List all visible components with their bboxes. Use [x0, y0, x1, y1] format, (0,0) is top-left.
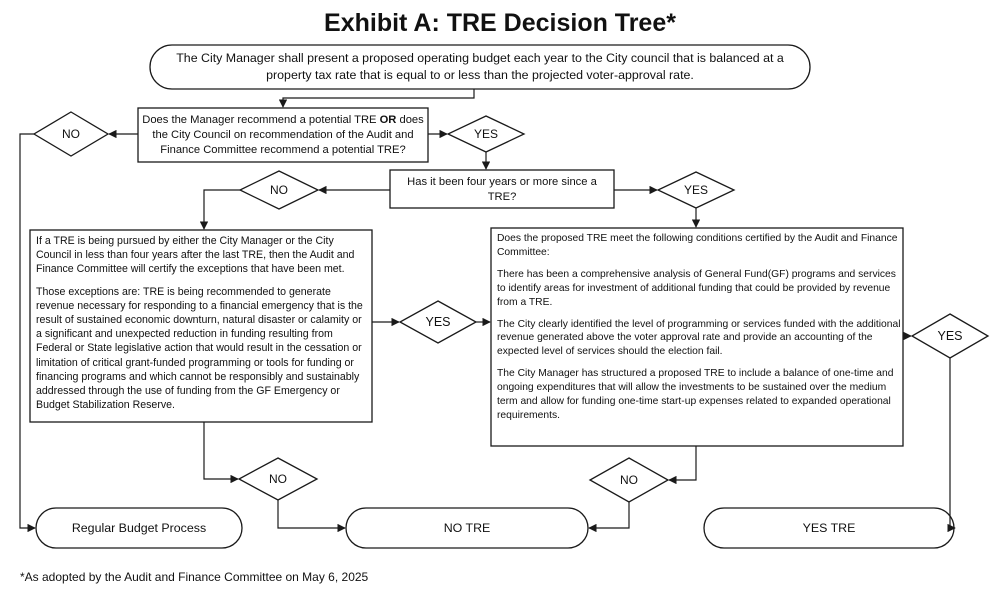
conditions-paragraph-3: The City clearly identified the level of…	[497, 318, 901, 358]
question1-text-bold: OR	[379, 113, 397, 126]
diamond-q1-no-label: NO	[62, 127, 80, 141]
diamond-q2-no-label: NO	[270, 183, 288, 197]
terminal-no-tre-label: NO TRE	[443, 521, 491, 535]
terminal-no-tre-shape	[345, 507, 589, 549]
diamond-q1-yes-label: YES	[473, 127, 498, 141]
diamond-exceptions-yes-label: YES	[425, 315, 451, 329]
diamond-exceptions-no-label: NO	[269, 472, 287, 486]
exceptions-paragraph-1: If a TRE is being pursued by either the …	[36, 235, 355, 276]
question1-text-before: Does the Manager recommend a potential T…	[142, 113, 380, 126]
question2-text: Has it been four years or more since a T…	[392, 173, 612, 207]
question2-label: Has it been four years or more since a T…	[407, 176, 597, 203]
start-terminator-text: The City Manager shall present a propose…	[160, 47, 800, 87]
diamond-q2-yes-label: YES	[683, 183, 708, 197]
diamond-conditions-no-label: NO	[620, 473, 638, 487]
diamond-q1-no-shape	[32, 111, 110, 157]
terminal-regular-budget-shape	[35, 507, 243, 549]
footnote: *As adopted by the Audit and Finance Com…	[20, 570, 369, 584]
connector-conditions-no	[668, 446, 697, 485]
diamond-conditions-yes-label: YES	[937, 329, 963, 343]
question1-text: Does the Manager recommend a potential T…	[142, 111, 424, 159]
connector-q1-no-regular	[19, 133, 36, 533]
exceptions-box-shape	[29, 229, 373, 423]
connector-exceptions-no-notre	[277, 500, 346, 533]
question2-box-shape	[389, 169, 615, 209]
diamond-exceptions-yes-shape	[398, 300, 478, 344]
start-text: The City Manager shall present a propose…	[176, 51, 784, 82]
connector-conditions-yes-yestre	[947, 358, 956, 533]
terminal-regular-budget-label: Regular Budget Process	[71, 521, 207, 535]
terminal-yes-tre-label: YES TRE	[802, 521, 856, 535]
diagram-title: Exhibit A: TRE Decision Tree*	[324, 8, 676, 37]
connector-q2-no-exceptions	[199, 189, 240, 230]
conditions-box-text: Does the proposed TRE meet the following…	[497, 232, 901, 431]
conditions-paragraph-1: Does the proposed TRE meet the following…	[497, 233, 898, 258]
question1-box-shape	[137, 107, 429, 163]
exceptions-paragraph-2: Those exceptions are: TRE is being recom…	[36, 285, 363, 412]
diamond-q2-no-shape	[238, 170, 320, 210]
conditions-paragraph-4: The City Manager has structured a propos…	[497, 368, 894, 421]
exceptions-box-text: If a TRE is being pursued by either the …	[36, 234, 370, 420]
start-terminator-shape	[149, 44, 811, 90]
conditions-box-shape	[490, 227, 904, 447]
connector-start-q1	[278, 89, 475, 108]
connector-conditions-no-notre	[588, 502, 630, 533]
question1-text-after: does the City Council on recommendation …	[152, 113, 424, 156]
connector-exceptions-no	[203, 422, 239, 484]
conditions-paragraph-2: There has been a comprehensive analysis …	[497, 268, 896, 308]
